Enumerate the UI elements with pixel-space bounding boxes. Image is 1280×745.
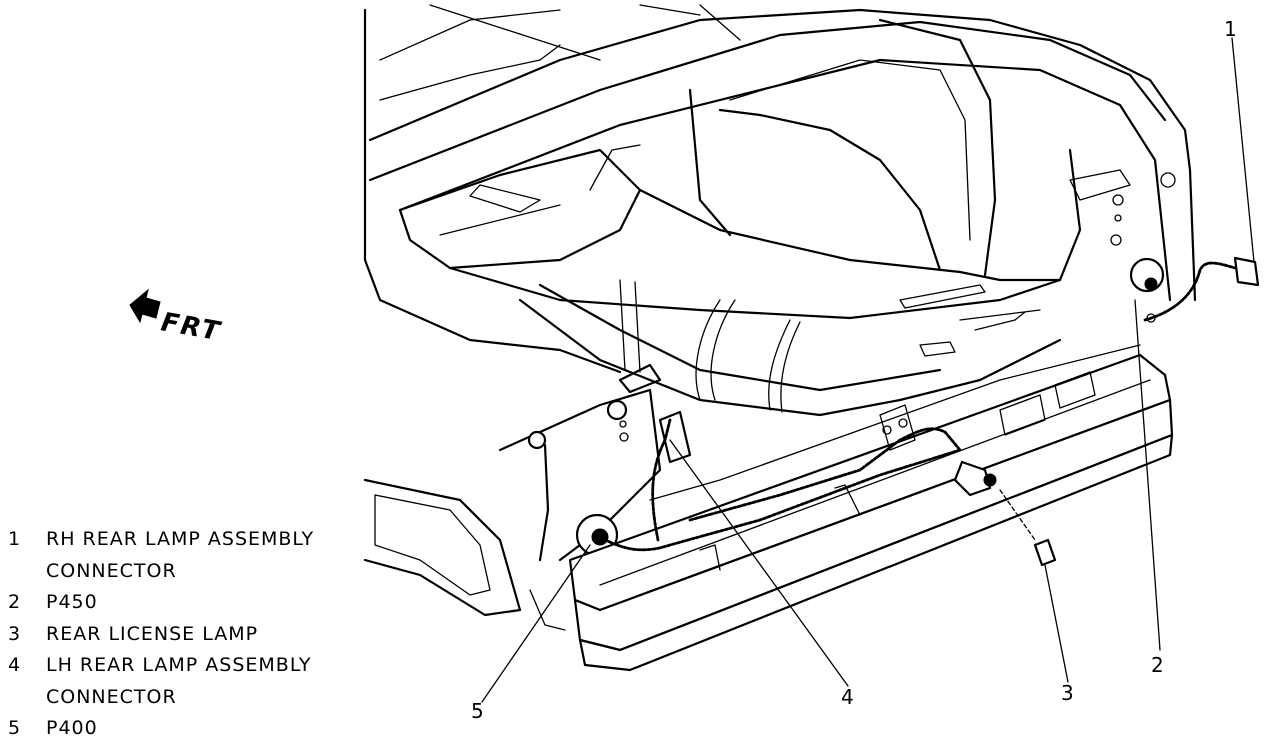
legend-line: P400 bbox=[46, 717, 98, 739]
front-arrow-icon bbox=[129, 288, 161, 324]
legend-label: RH REAR LAMP ASSEMBLY CONNECTOR bbox=[46, 524, 358, 587]
legend-label: LH REAR LAMP ASSEMBLY CONNECTOR bbox=[46, 650, 358, 713]
trunk-body-outline bbox=[363, 4, 1197, 617]
callout-5: 5 bbox=[471, 699, 484, 723]
legend-number: 5 bbox=[8, 717, 22, 739]
legend-line: CONNECTOR bbox=[46, 685, 177, 708]
legend-number: 4 bbox=[8, 654, 22, 676]
legend-number: 1 bbox=[8, 528, 22, 550]
legend-line: P450 bbox=[46, 591, 98, 613]
legend-number: 2 bbox=[8, 591, 22, 613]
legend-label: P400 bbox=[46, 713, 358, 745]
legend-label: P450 bbox=[46, 587, 358, 619]
callout-4: 4 bbox=[841, 685, 854, 709]
front-direction-indicator: FRT bbox=[129, 288, 224, 347]
legend-line: LH REAR LAMP ASSEMBLY bbox=[46, 654, 312, 676]
legend: 1 RH REAR LAMP ASSEMBLY CONNECTOR 2 P450… bbox=[8, 524, 358, 745]
legend-item-2: 2 P450 bbox=[8, 587, 358, 619]
legend-line: CONNECTOR bbox=[46, 559, 177, 582]
rear-bumper-panel bbox=[529, 344, 1174, 672]
leader-lines bbox=[481, 37, 1255, 703]
callout-2: 2 bbox=[1151, 653, 1164, 677]
legend-item-3: 3 REAR LICENSE LAMP bbox=[8, 619, 358, 651]
legend-line: RH REAR LAMP ASSEMBLY bbox=[46, 528, 315, 550]
legend-line: REAR LICENSE LAMP bbox=[46, 622, 259, 645]
legend-item-5: 5 P400 bbox=[8, 713, 358, 745]
legend-item-1: 1 RH REAR LAMP ASSEMBLY CONNECTOR bbox=[8, 524, 358, 587]
legend-number: 3 bbox=[8, 622, 22, 645]
callout-1: 1 bbox=[1224, 17, 1237, 41]
legend-label: REAR LICENSE LAMP bbox=[46, 619, 358, 651]
wiring-harness bbox=[598, 256, 1260, 567]
front-label: FRT bbox=[159, 307, 224, 347]
callout-3: 3 bbox=[1061, 681, 1074, 705]
legend-item-4: 4 LH REAR LAMP ASSEMBLY CONNECTOR bbox=[8, 650, 358, 713]
